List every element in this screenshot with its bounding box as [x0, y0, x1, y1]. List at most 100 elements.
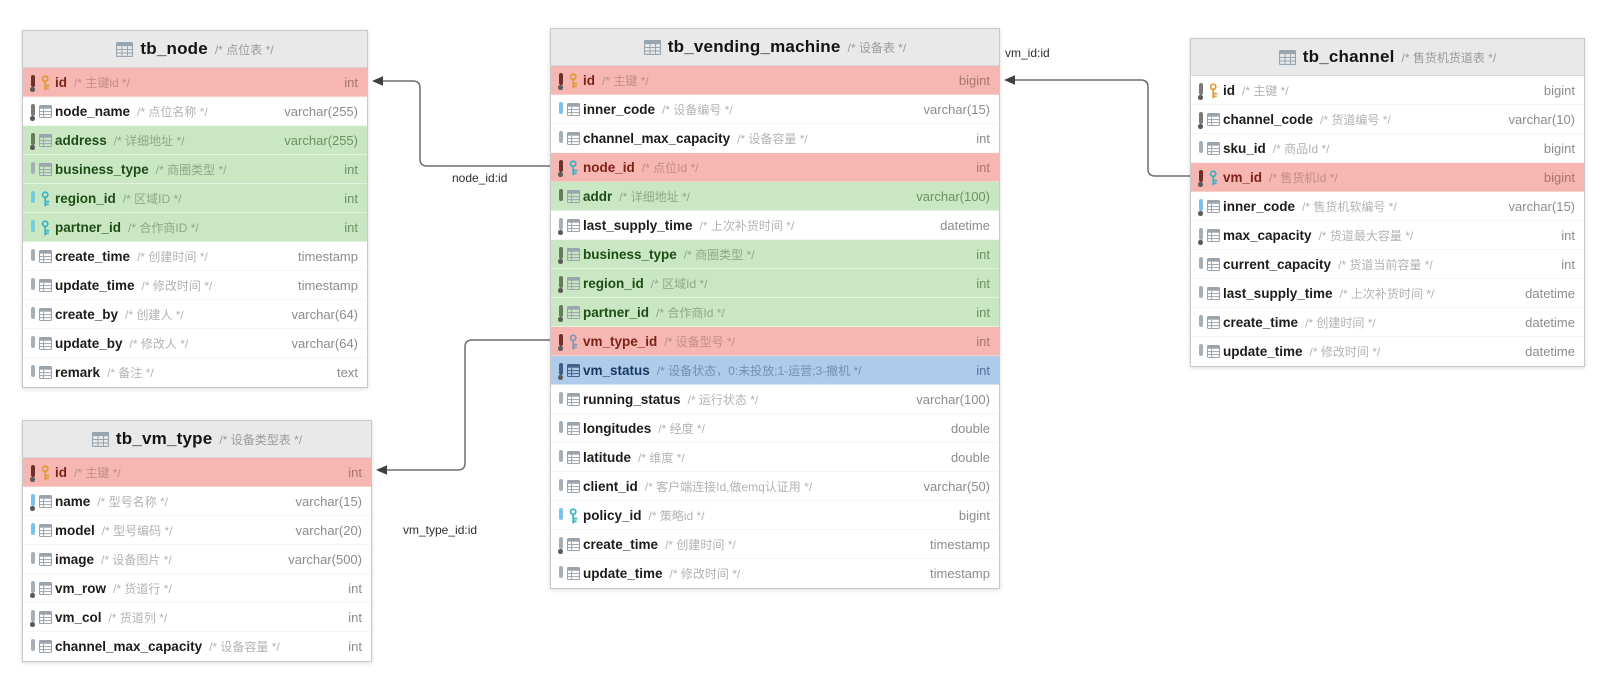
table-row[interactable]: model /* 型号编码 */ varchar(20): [23, 516, 371, 545]
relationship-line[interactable]: [385, 339, 550, 471]
table-row[interactable]: update_time /* 修改时间 */ timestamp: [551, 559, 999, 588]
column-name: longitudes: [583, 420, 652, 436]
table-row[interactable]: running_status /* 运行状态 */ varchar(100): [551, 385, 999, 414]
table-row[interactable]: region_id /* 区域ID */ int: [23, 184, 367, 213]
table-comment: /* 设备类型表 */: [219, 432, 303, 447]
table-header[interactable]: tb_node /* 点位表 */: [23, 31, 367, 68]
column-name: running_status: [583, 391, 681, 407]
column-bar-icon: [31, 365, 35, 377]
table-row[interactable]: inner_code /* 设备编号 */ varchar(15): [551, 95, 999, 124]
table-row[interactable]: policy_id /* 策略id */ bigint: [551, 501, 999, 530]
column-type: bigint: [958, 72, 990, 88]
table-row[interactable]: latitude /* 维度 */ double: [551, 443, 999, 472]
column-comment: /* 维度 */: [638, 450, 685, 465]
column-bar-icon: [1199, 227, 1203, 240]
table-row[interactable]: create_time /* 创建时间 */ timestamp: [551, 530, 999, 559]
table-row[interactable]: vm_row /* 货道行 */ int: [23, 574, 371, 603]
column-type: datetime: [1525, 285, 1575, 301]
column-comment: /* 商品Id */: [1272, 141, 1330, 156]
column-bar-icon: [31, 335, 35, 348]
table-header[interactable]: tb_vm_type /* 设备类型表 */: [23, 421, 371, 458]
table-row[interactable]: update_time /* 修改时间 */ datetime: [1191, 337, 1584, 366]
column-comment: /* 售货机Id */: [1269, 170, 1338, 185]
column-name: id: [55, 464, 67, 480]
table-row[interactable]: id /* 主键 */ bigint: [1191, 76, 1584, 105]
column-name: inner_code: [1223, 198, 1296, 214]
column-type: bigint: [1543, 169, 1575, 185]
table-row[interactable]: channel_max_capacity /* 设备容量 */ int: [551, 124, 999, 153]
column-bar-icon: [559, 566, 563, 578]
column-comment: /* 点位Id */: [641, 160, 699, 175]
table-row[interactable]: id /* 主键id */ int: [23, 68, 367, 97]
table-row[interactable]: region_id /* 区域Id */ int: [551, 269, 999, 298]
table-row[interactable]: partner_id /* 合作商Id */ int: [551, 298, 999, 327]
column-comment: /* 设备编号 */: [662, 102, 733, 117]
table-row[interactable]: last_supply_time /* 上次补货时间 */ datetime: [1191, 279, 1584, 308]
table-row[interactable]: vm_type_id /* 设备型号 */ int: [551, 327, 999, 356]
table-row[interactable]: remark /* 备注 */ text: [23, 358, 367, 387]
table-tb_node[interactable]: tb_node /* 点位表 */ id /* 主键id */ int: [22, 30, 368, 388]
column-grid-icon: [39, 581, 52, 595]
column-comment: /* 货道当前容量 */: [1338, 257, 1433, 272]
column-icon: [1198, 343, 1223, 360]
column-name: model: [55, 522, 95, 538]
table-row[interactable]: create_time /* 创建时间 */ datetime: [1191, 308, 1584, 337]
table-row[interactable]: vm_col /* 货道列 */ int: [23, 603, 371, 632]
relationship-line[interactable]: [381, 80, 550, 167]
column-name: region_id: [55, 190, 116, 206]
table-row[interactable]: partner_id /* 合作商ID */ int: [23, 213, 367, 242]
column-type: int: [976, 333, 990, 349]
table-row[interactable]: image /* 设备图片 */ varchar(500): [23, 545, 371, 574]
table-row[interactable]: id /* 主键 */ bigint: [551, 66, 999, 95]
table-row[interactable]: business_type /* 商圈类型 */ int: [551, 240, 999, 269]
column-icon: [558, 507, 583, 524]
table-row[interactable]: business_type /* 商圈类型 */ int: [23, 155, 367, 184]
table-header[interactable]: tb_channel /* 售货机货道表 */: [1191, 39, 1584, 76]
table-row[interactable]: sku_id /* 商品Id */ bigint: [1191, 134, 1584, 163]
table-row[interactable]: max_capacity /* 货道最大容量 */ int: [1191, 221, 1584, 250]
table-row[interactable]: addr /* 详细地址 */ varchar(100): [551, 182, 999, 211]
table-row[interactable]: longitudes /* 经度 */ double: [551, 414, 999, 443]
column-icon: [558, 72, 583, 90]
table-row[interactable]: vm_status /* 设备状态，0:未投放;1-运营;3-撤机 */ int: [551, 356, 999, 385]
table-row[interactable]: channel_code /* 货道编号 */ varchar(10): [1191, 105, 1584, 134]
column-type: text: [337, 365, 358, 380]
table-row[interactable]: last_supply_time /* 上次补货时间 */ datetime: [551, 211, 999, 240]
column-type: varchar(255): [284, 103, 358, 119]
column-grid-icon: [567, 566, 580, 581]
table-tb_vending_machine[interactable]: tb_vending_machine /* 设备表 */ id /* 主键 */…: [550, 28, 1000, 589]
table-row[interactable]: node_name /* 点位名称 */ varchar(255): [23, 97, 367, 126]
not-null-dot-icon: [558, 549, 563, 554]
table-row[interactable]: create_by /* 创建人 */ varchar(64): [23, 300, 367, 329]
not-null-dot-icon: [30, 116, 35, 121]
table-tb_channel[interactable]: tb_channel /* 售货机货道表 */ id /* 主键 */ bigi…: [1190, 38, 1585, 367]
column-bar-icon: [1199, 82, 1203, 95]
column-bar-icon: [31, 639, 35, 651]
column-icon: [30, 74, 55, 92]
table-row[interactable]: node_id /* 点位Id */ int: [551, 153, 999, 182]
table-row[interactable]: channel_max_capacity /* 设备容量 */ int: [23, 632, 371, 661]
table-icon: [91, 431, 109, 447]
relationship-line[interactable]: [1013, 79, 1190, 177]
table-row[interactable]: name /* 型号名称 */ varchar(15): [23, 487, 371, 516]
table-row[interactable]: id /* 主键 */ int: [23, 458, 371, 487]
column-comment: /* 设备容量 */: [209, 640, 280, 654]
table-row[interactable]: update_time /* 修改时间 */ timestamp: [23, 271, 367, 300]
table-columns: id /* 主键 */ bigint inner_code /* 设备编号 */…: [551, 66, 999, 588]
table-row[interactable]: create_time /* 创建时间 */ timestamp: [23, 242, 367, 271]
table-header[interactable]: tb_vending_machine /* 设备表 */: [551, 29, 999, 66]
table-row[interactable]: address /* 详细地址 */ varchar(255): [23, 126, 367, 155]
column-grid-icon: [39, 104, 52, 118]
table-tb_vm_type[interactable]: tb_vm_type /* 设备类型表 */ id /* 主键 */ int: [22, 420, 372, 662]
column-icon: [558, 449, 583, 466]
column-bar-icon: [1199, 111, 1203, 124]
table-row[interactable]: inner_code /* 售货机软编号 */ varchar(15): [1191, 192, 1584, 221]
table-row[interactable]: current_capacity /* 货道当前容量 */ int: [1191, 250, 1584, 279]
table-row[interactable]: client_id /* 客户端连接Id,做emq认证用 */ varchar(…: [551, 472, 999, 501]
table-row[interactable]: vm_id /* 售货机Id */ bigint: [1191, 163, 1584, 192]
column-type: int: [348, 580, 362, 596]
column-icon: [1198, 169, 1223, 187]
table-row[interactable]: update_by /* 修改人 */ varchar(64): [23, 329, 367, 358]
column-name: addr: [583, 188, 613, 204]
column-bar-icon: [559, 246, 563, 259]
